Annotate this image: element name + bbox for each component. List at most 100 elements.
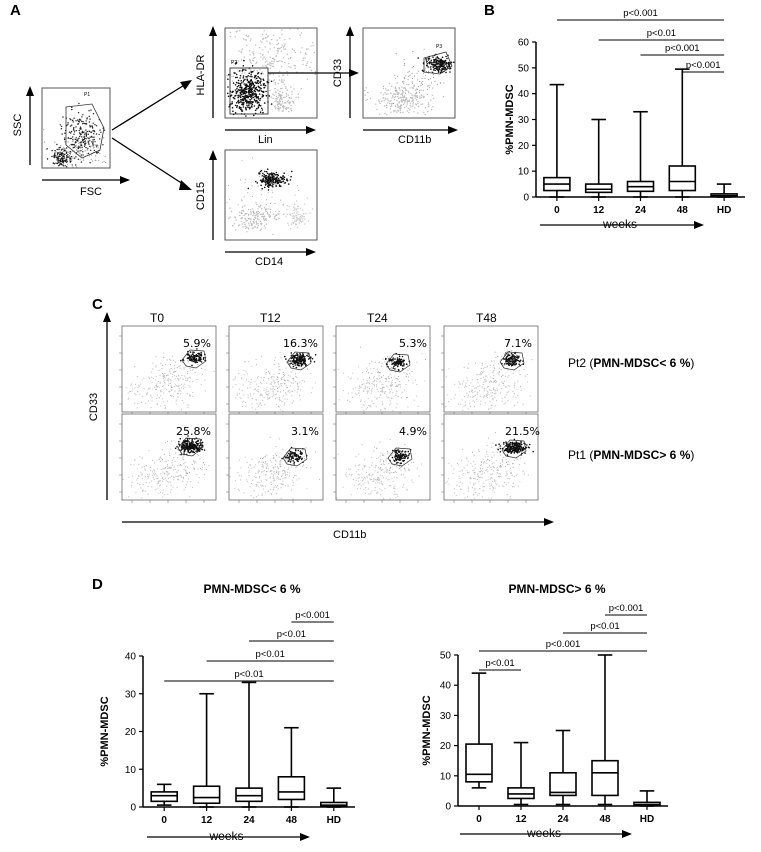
box-HD [319, 787, 348, 808]
y-tick-label: 30 [440, 711, 452, 722]
box-HD [710, 183, 738, 198]
box-iqr [668, 165, 697, 192]
y-tick-label: 40 [440, 681, 452, 692]
cd14-cd15-plot [209, 149, 318, 256]
x-tick-label: HD [640, 814, 654, 825]
percent-pt1-t24: 4.9% [399, 425, 427, 438]
x-tick-label: 24 [557, 814, 569, 825]
lin-hla-plot [209, 26, 359, 134]
gate-outline [177, 437, 203, 457]
gate-outline [181, 349, 207, 369]
x-tick-label: 24 [635, 205, 647, 216]
percent-pt1-t48: 21.5% [505, 425, 540, 438]
y-tick-label: 60 [518, 38, 530, 49]
x-tick-label: 48 [599, 814, 611, 825]
weeks-label: weeks [526, 826, 561, 840]
y-tick-label: 0 [130, 803, 136, 814]
y-tick-label: 40 [518, 89, 530, 100]
percent-pt2-t24: 5.3% [399, 337, 427, 350]
y-tick-label: 0 [445, 802, 451, 813]
box-0 [465, 672, 493, 789]
arrow-to-cd14-cd15 [111, 137, 187, 187]
cd11b-label-c: CD11b [333, 529, 367, 541]
chart-title: PMN-MDSC< 6 % [203, 582, 300, 596]
y-tick-label: 20 [125, 727, 137, 738]
box-24 [235, 681, 263, 808]
timepoint-t0: T0 [150, 311, 165, 325]
timepoint-t12: T12 [260, 311, 281, 325]
box-24 [549, 729, 577, 806]
dot-plot [335, 413, 431, 501]
box-iqr [150, 791, 178, 803]
fsc-ssc-plot [26, 86, 130, 184]
x-tick-label: 0 [161, 815, 167, 826]
dot-plot [121, 413, 217, 501]
gate-outline [501, 439, 527, 459]
x-tick-label: 12 [515, 814, 527, 825]
y-tick-label: 50 [440, 651, 452, 662]
cd14-label: CD14 [255, 256, 284, 268]
gate-p1 [65, 103, 105, 159]
box-12 [507, 741, 535, 806]
box-iqr [584, 183, 613, 194]
percent-pt2-t0: 5.9% [183, 337, 211, 350]
box-HD [633, 790, 661, 807]
box-12 [584, 118, 613, 198]
box-iqr [549, 771, 577, 797]
y-tick-label: 0 [523, 193, 529, 204]
y-tick-label: 10 [518, 167, 530, 178]
gate-outline [282, 447, 308, 467]
y-tick-label: 40 [125, 652, 137, 663]
box-iqr [235, 787, 263, 803]
y-tick-label: 20 [518, 141, 530, 152]
box-24 [626, 110, 655, 198]
p-value-label: p<0.001 [609, 603, 644, 614]
weeks-label: weeks [208, 829, 243, 843]
timepoint-t48: T48 [476, 311, 497, 325]
y-axis-title: %PMN-MDSC [504, 84, 516, 154]
x-tick-label: 24 [243, 815, 255, 826]
percent-pt2-t12: 16.3% [283, 337, 318, 350]
box-12 [192, 692, 221, 808]
y-tick-label: 20 [440, 741, 452, 752]
panel-letter-d: D [92, 576, 103, 593]
x-tick-label: 48 [677, 205, 689, 216]
gate-p3 [423, 51, 453, 75]
gate-outline [286, 351, 312, 371]
panel-letter-c: C [92, 296, 103, 313]
x-tick-label: 0 [554, 205, 560, 216]
p-value-label: p<0.01 [234, 669, 263, 680]
p-value-label: p<0.001 [686, 60, 721, 71]
x-tick-label: HD [717, 205, 731, 216]
arrow-to-lin-hla [111, 83, 187, 131]
y-tick-label: 10 [440, 771, 452, 782]
box-0 [543, 83, 571, 198]
box-48 [277, 726, 306, 808]
box-0 [150, 783, 178, 806]
cd11b-cd33-plot [346, 26, 458, 134]
gate-p3-label: P3 [436, 44, 443, 50]
box-48 [668, 68, 697, 198]
gate-p1-label: P1 [84, 92, 91, 98]
p-value-label: p<0.001 [623, 8, 658, 19]
box-iqr [192, 785, 221, 805]
gate-outline [499, 351, 525, 371]
y-axis-title: %PMN-MDSC [99, 696, 111, 766]
dot-plot [121, 325, 217, 413]
cd11b-label-a: CD11b [398, 134, 432, 146]
p-value-label: p<0.01 [277, 629, 306, 640]
fsc-label: FSC [80, 186, 102, 198]
gate-outline [387, 447, 413, 467]
x-tick-label: 12 [593, 205, 605, 216]
y-tick-label: 10 [125, 765, 137, 776]
p-value-label: p<0.001 [665, 43, 700, 54]
gate-p2 [229, 67, 269, 115]
y-tick-label: 30 [125, 689, 137, 700]
x-tick-label: HD [327, 815, 341, 826]
box-iqr [277, 775, 306, 801]
x-tick-label: 12 [201, 815, 213, 826]
